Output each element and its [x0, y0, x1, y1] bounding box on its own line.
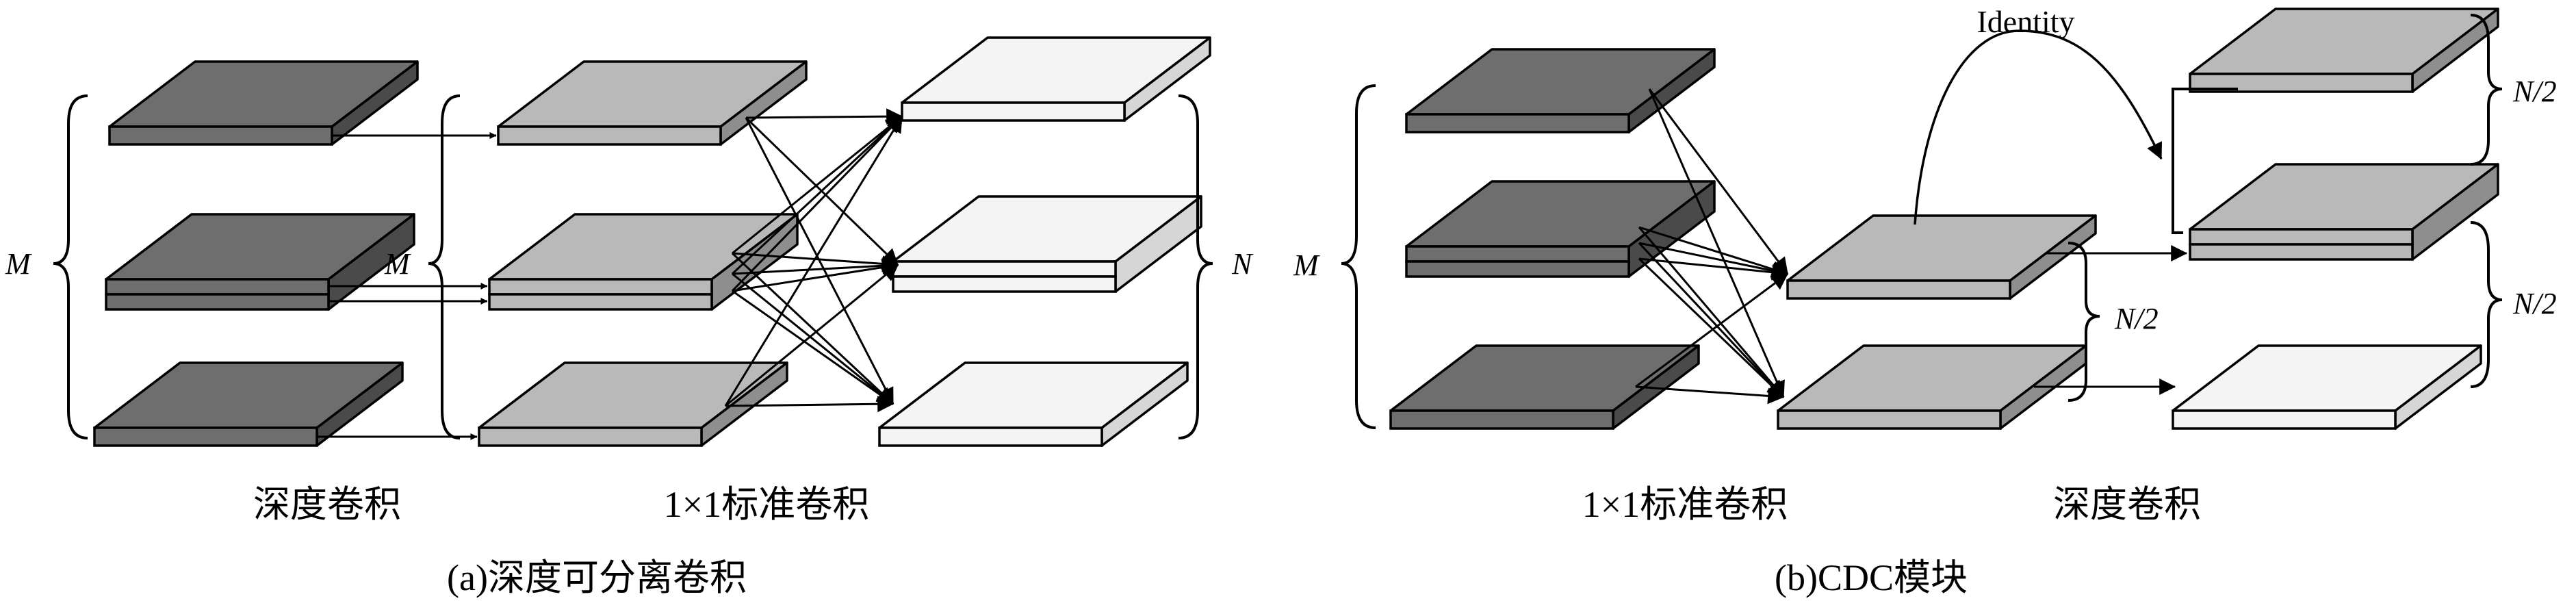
b-arrow-pw-4 — [1638, 242, 1789, 279]
panel-b-top-brace-label: N/2 — [2512, 75, 2557, 108]
b-input-map-1 — [1405, 48, 1716, 133]
b-arrow-pw-0 — [1648, 88, 1789, 274]
a-arrow-pw-5 — [731, 252, 894, 405]
a-arrow-pw-14 — [725, 396, 894, 413]
panel-b-input-brace-label: M — [1293, 248, 1320, 282]
a-mid-map-2 — [488, 213, 799, 311]
a-out-map-1 — [901, 36, 1211, 122]
b-arrow-pw-8 — [1635, 272, 1788, 388]
b-out-map-3 — [2172, 344, 2482, 430]
panel-a-middle-brace-label: M — [384, 247, 411, 281]
a-input-map-3 — [93, 361, 404, 447]
b-out-map-2 — [2189, 163, 2499, 261]
a-out-map-2 — [892, 195, 1202, 293]
a-arrow-pw-7 — [732, 257, 899, 275]
panel-b-top-right-brace — [2470, 14, 2503, 166]
panel-b-feature-maps — [1389, 8, 2499, 430]
a-arrow-pw-2 — [745, 117, 894, 405]
b-arrow-pw-2 — [1638, 226, 1789, 277]
panel-b-caption: (b)CDC模块 — [1775, 557, 1968, 598]
b-mid-map-1 — [1786, 214, 2097, 300]
b-input-map-3 — [1389, 344, 1700, 430]
panel-a-input-brace — [53, 94, 88, 439]
panel-a-feature-maps — [93, 36, 1211, 447]
b-out-map-1 — [2189, 8, 2499, 93]
panel-a-stage2-label: 1×1标准卷积 — [664, 484, 869, 525]
panel-a-middle-brace — [428, 94, 461, 439]
panel-a-depthwise-separable-conv: M M N 深度卷积 1×1标准卷积 (a)深度可分离卷积 — [5, 36, 1254, 598]
a-arrow-pw-0 — [745, 108, 903, 125]
a-mid-map-3 — [478, 361, 788, 447]
panel-b-middle-brace-label: N/2 — [2114, 302, 2159, 335]
a-arrow-pw-9 — [731, 115, 903, 292]
a-arrow-pw-11 — [732, 290, 894, 405]
panel-b-stage1-label: 1×1标准卷积 — [1582, 484, 1788, 525]
b-arrow-pw-6 — [1638, 257, 1789, 281]
panel-b-identity-curve — [1914, 29, 2163, 225]
b-arrow-pw-1 — [1648, 88, 1785, 398]
a-out-map-3 — [878, 361, 1189, 447]
panel-a-connections — [317, 108, 903, 440]
panel-a-output-brace — [1178, 94, 1213, 439]
panel-b-split-bracket — [2172, 88, 2238, 234]
panel-b-connections — [1635, 88, 2188, 405]
a-input-map-2 — [105, 213, 415, 311]
a-arrow-pw-13 — [725, 264, 899, 407]
panel-a-caption: (a)深度可分离卷积 — [447, 557, 747, 598]
a-arrow-pw-3 — [732, 115, 903, 255]
b-input-map-2 — [1405, 180, 1716, 278]
b-arrow-pw-7 — [1638, 257, 1785, 398]
panel-a-stage1-label: 深度卷积 — [253, 484, 401, 525]
a-input-map-1 — [108, 60, 419, 146]
a-arrow-pw-10 — [732, 259, 899, 292]
panel-b-middle-brace — [2068, 242, 2100, 402]
panel-a-input-brace-label: M — [5, 247, 32, 281]
panel-b-bottom-right-brace — [2470, 221, 2503, 388]
panel-b-bottom-brace-label: N/2 — [2512, 287, 2557, 320]
b-arrow-pw-3 — [1638, 227, 1785, 398]
panel-b-stage2-label: 深度卷积 — [2053, 484, 2201, 525]
panel-b-cdc-module: M N/2 N/2 N/2 Identity 1×1标准卷积 深度卷积 (b)C… — [1293, 4, 2557, 598]
a-arrow-pw-12 — [724, 115, 903, 407]
b-arrow-pw-5 — [1638, 242, 1785, 398]
panel-b-input-brace — [1341, 84, 1376, 429]
panel-b-identity-label: Identity — [1976, 4, 2074, 39]
panel-a-output-brace-label: N — [1231, 247, 1254, 281]
a-arrow-pw-8 — [732, 272, 894, 405]
a-mid-map-1 — [497, 60, 808, 146]
a-arrow-pw-6 — [731, 115, 903, 275]
b-arrow-pw-9 — [1635, 385, 1785, 405]
